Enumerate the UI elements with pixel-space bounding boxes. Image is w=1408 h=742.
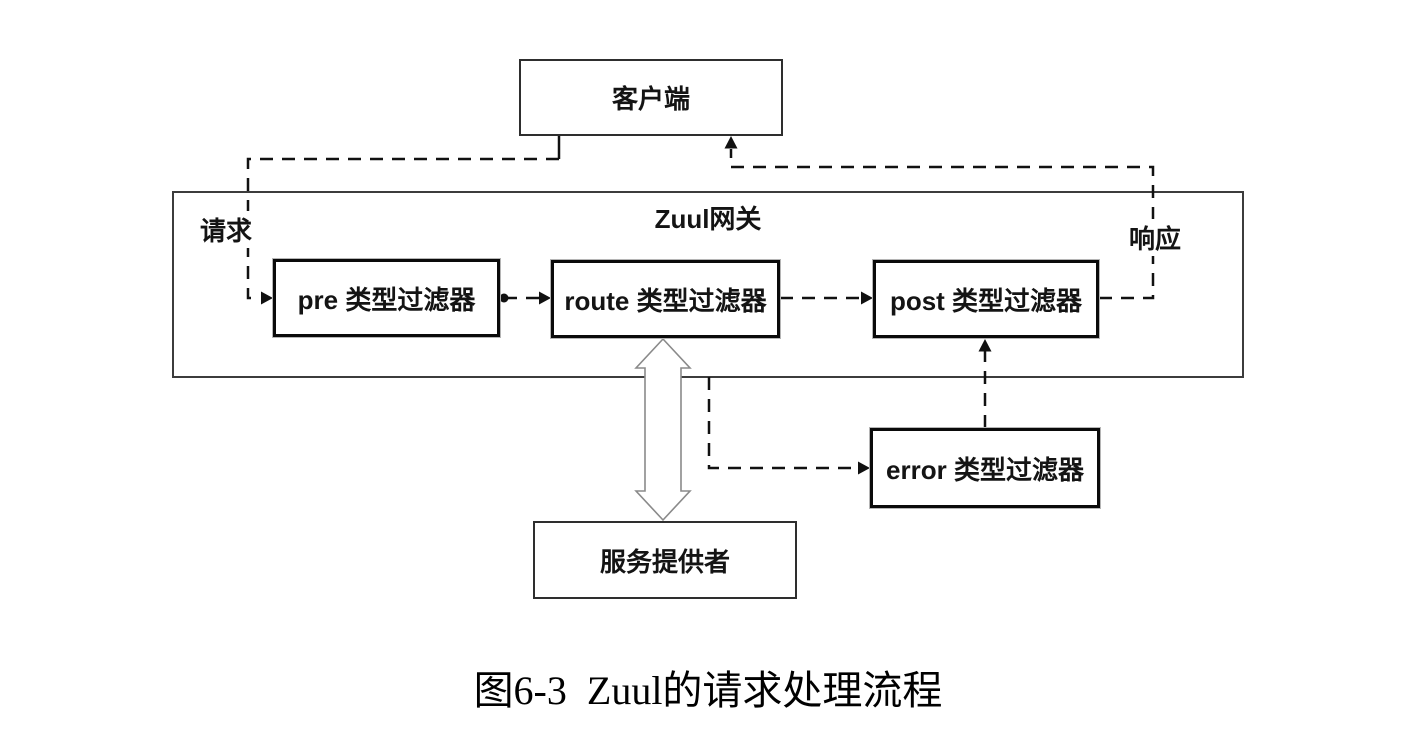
node-error-filter: error 类型过滤器 (870, 428, 1100, 508)
node-gateway-title: Zuul网关 (654, 204, 762, 234)
response-arrowhead-icon (724, 136, 738, 149)
response-line-dashed (729, 149, 1155, 300)
node-pre-filter-label: pre 类型过滤器 (297, 284, 476, 315)
node-post-filter: post 类型过滤器 (873, 260, 1099, 338)
node-post-filter-label: post 类型过滤器 (889, 285, 1083, 316)
response-edge-label: 响应 (1126, 219, 1185, 256)
pre-route-arrowhead-icon (539, 291, 551, 305)
node-client-label: 客户端 (611, 84, 690, 114)
node-service-provider-label: 服务提供者 (599, 546, 730, 577)
node-pre-filter: pre 类型过滤器 (273, 259, 500, 337)
gateway-error-line-dashed (707, 377, 857, 470)
node-error-filter-label: error 类型过滤器 (886, 454, 1084, 485)
node-client: 客户端 (519, 59, 783, 136)
node-service-provider: 服务提供者 (533, 521, 797, 599)
route-post-arrowhead-icon (861, 291, 873, 305)
node-route-filter-label: route 类型过滤器 (564, 285, 767, 316)
error-post-arrowhead-icon (978, 339, 992, 352)
figure-caption: 图6-3 Zuul的请求处理流程 (473, 668, 943, 713)
node-route-filter: route 类型过滤器 (551, 260, 780, 338)
request-arrowhead-icon (261, 291, 273, 305)
request-edge-label: 请求 (197, 211, 256, 248)
bidirectional-hollow-arrow-icon (634, 337, 692, 522)
gateway-error-arrowhead-icon (858, 461, 870, 475)
